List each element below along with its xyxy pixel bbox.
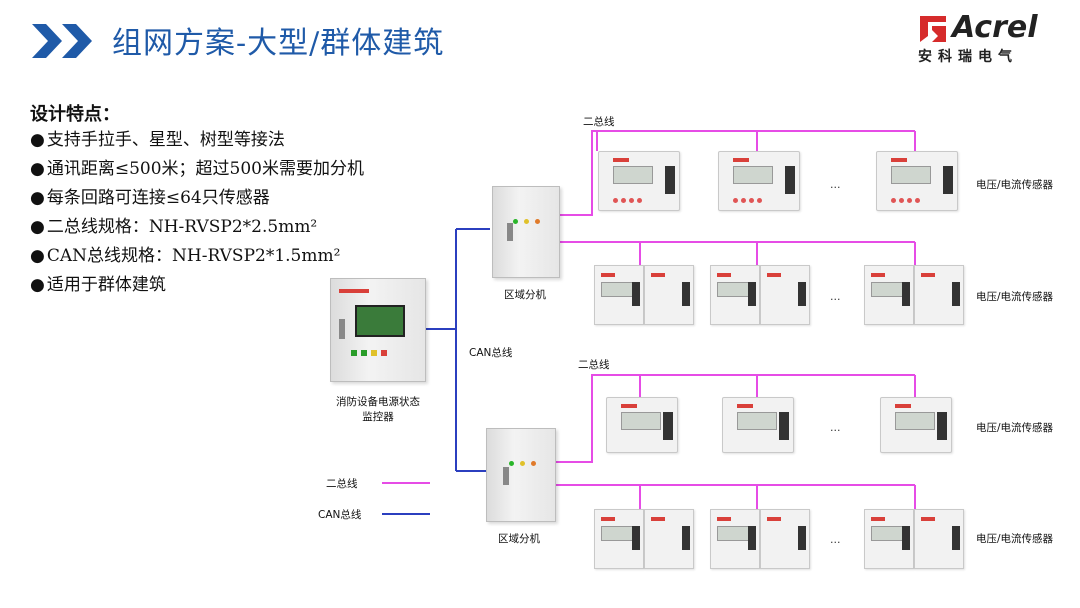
voltage-current-sensor bbox=[606, 397, 678, 453]
features-heading: 设计特点： bbox=[30, 104, 120, 125]
ellipsis: ... bbox=[830, 533, 841, 546]
monitor-screen bbox=[355, 305, 405, 337]
page-title: 组网方案-大型/群体建筑 bbox=[112, 26, 445, 61]
feature-item: 支持手拉手、星型、树型等接法 bbox=[30, 126, 364, 155]
zone-unit-handle bbox=[503, 467, 509, 485]
can-bus-lines bbox=[382, 228, 490, 515]
two-bus-label-top: 二总线 bbox=[583, 116, 615, 128]
voltage-current-sensor bbox=[876, 151, 958, 211]
ellipsis: ... bbox=[830, 290, 841, 303]
zone-unit-leds bbox=[513, 209, 547, 224]
sensor-label: 电压/电流传感器 bbox=[976, 291, 1054, 303]
monitor-brand-tag bbox=[339, 289, 369, 293]
can-bus-label: CAN总线 bbox=[469, 347, 513, 359]
logo-brand: Acrel bbox=[952, 10, 1038, 45]
legend-can-bus-label: CAN总线 bbox=[318, 509, 362, 521]
monitor-handle bbox=[339, 319, 345, 339]
feature-item: 二总线规格：NH-RVSP2*2.5mm² bbox=[30, 213, 364, 242]
voltage-current-sensor bbox=[594, 265, 694, 325]
feature-item: 适用于群体建筑 bbox=[30, 271, 364, 300]
voltage-current-sensor bbox=[594, 509, 694, 569]
features-list: 支持手拉手、星型、树型等接法 通讯距离≤500米；超过500米需要加分机 每条回… bbox=[30, 126, 364, 300]
voltage-current-sensor bbox=[718, 151, 800, 211]
voltage-current-sensor bbox=[864, 509, 964, 569]
voltage-current-sensor bbox=[598, 151, 680, 211]
sensor-label: 电压/电流传感器 bbox=[976, 422, 1054, 434]
monitor-label-line2: 监控器 bbox=[362, 411, 394, 423]
voltage-current-sensor bbox=[710, 509, 810, 569]
ellipsis: ... bbox=[830, 178, 841, 191]
monitor-buttons bbox=[351, 341, 407, 356]
zone-unit-top bbox=[492, 186, 560, 278]
zone-unit-handle bbox=[507, 223, 513, 241]
voltage-current-sensor bbox=[880, 397, 952, 453]
logo-subtitle: 安科瑞电气 bbox=[918, 49, 1018, 65]
voltage-current-sensor bbox=[864, 265, 964, 325]
monitor-label-line1: 消防设备电源状态 bbox=[336, 396, 420, 408]
feature-item: CAN总线规格：NH-RVSP2*1.5mm² bbox=[30, 242, 364, 271]
double-chevron-icon bbox=[32, 24, 92, 58]
voltage-current-sensor bbox=[710, 265, 810, 325]
two-bus-lines bbox=[382, 130, 916, 509]
sensor-label: 电压/电流传感器 bbox=[976, 533, 1054, 545]
feature-item: 通讯距离≤500米；超过500米需要加分机 bbox=[30, 155, 364, 184]
zone-unit-bottom bbox=[486, 428, 556, 522]
zone-unit-top-label: 区域分机 bbox=[504, 289, 546, 301]
ellipsis: ... bbox=[830, 421, 841, 434]
feature-item: 每条回路可连接≤64只传感器 bbox=[30, 184, 364, 213]
sensor-label: 电压/电流传感器 bbox=[976, 179, 1054, 191]
legend-two-bus-label: 二总线 bbox=[326, 478, 358, 490]
zone-unit-leds bbox=[509, 451, 543, 466]
power-status-monitor bbox=[330, 278, 426, 382]
acrel-logo: Acrel 安科瑞电气 bbox=[918, 10, 1058, 65]
logo-mark-icon bbox=[920, 16, 946, 42]
zone-unit-bottom-label: 区域分机 bbox=[498, 533, 540, 545]
two-bus-label-mid: 二总线 bbox=[578, 359, 610, 371]
voltage-current-sensor bbox=[722, 397, 794, 453]
